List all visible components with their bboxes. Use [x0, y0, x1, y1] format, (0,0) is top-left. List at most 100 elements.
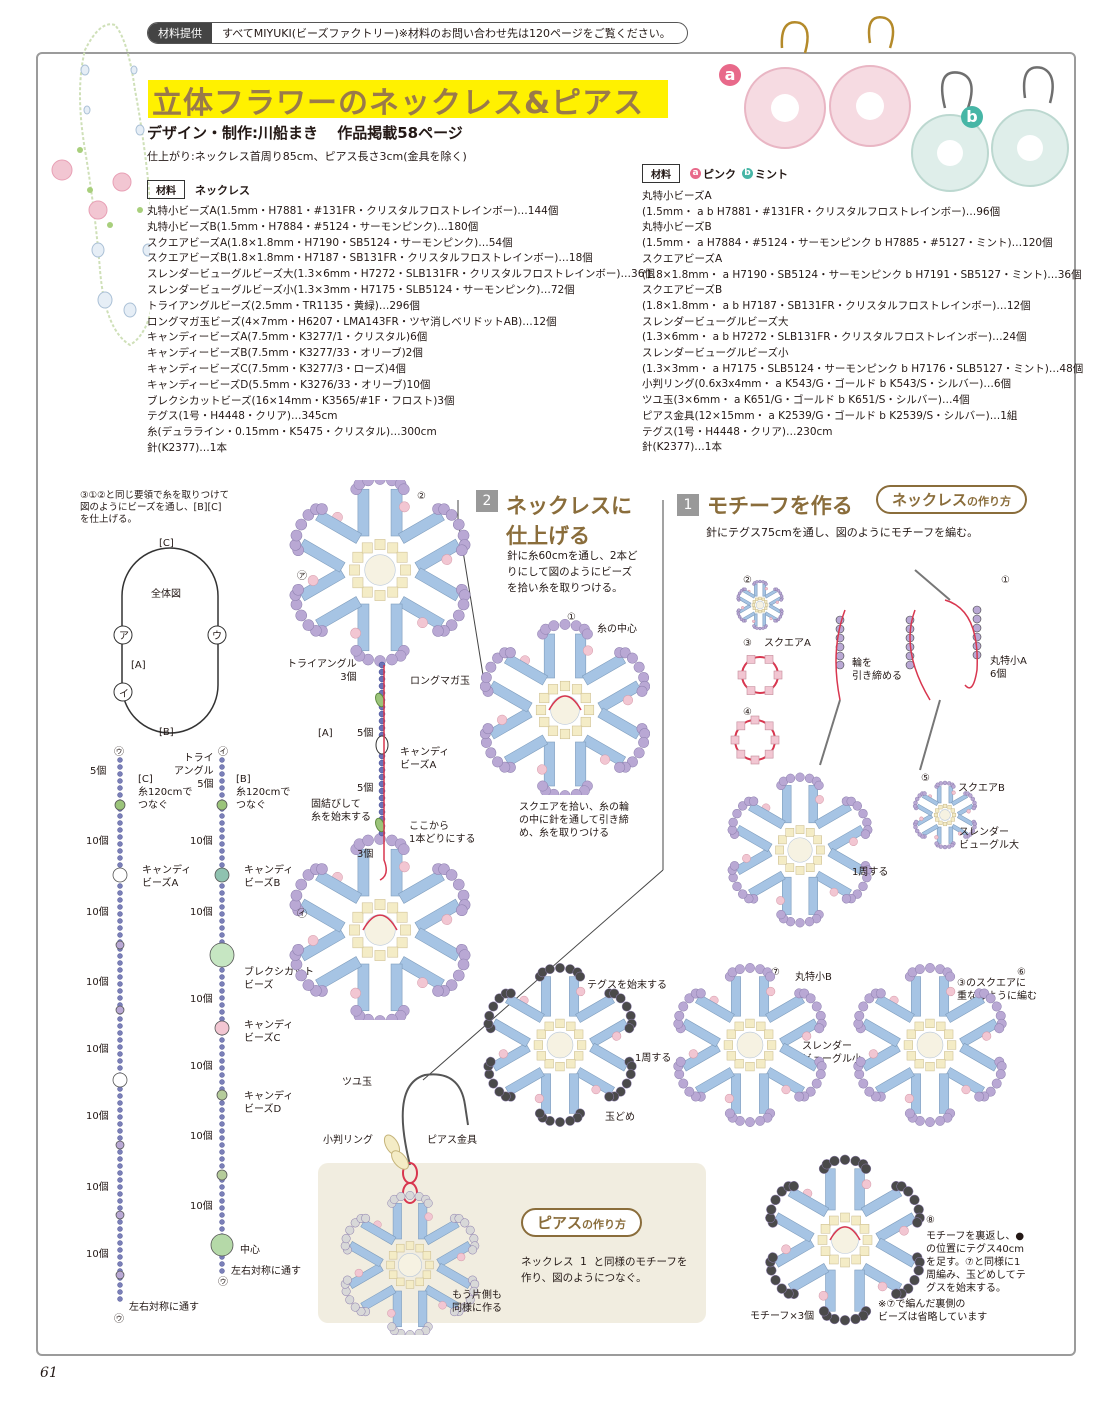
necklace-materials-header: 材料 ネックレス — [147, 180, 655, 199]
pink-text: ピンク — [703, 166, 736, 182]
assembly-bracket-a: [A] — [318, 727, 333, 740]
material-item: キャンディービーズB(7.5mm・K3277/33・オリーブ)2個 — [147, 346, 655, 362]
col2-ten-5: 10個 — [190, 1130, 213, 1143]
mint-label: b — [742, 168, 753, 179]
designer: デザイン・制作:川船まき — [147, 124, 318, 142]
whole-title: 全体図 — [151, 588, 181, 601]
s1-step3: ③ — [743, 637, 752, 650]
material-item: トライアングルビーズ(2.5mm・TR1135・黄緑)…296個 — [147, 299, 655, 315]
section1-title: モチーフを作る — [707, 490, 853, 520]
col2-bottom: ㋒ — [218, 1276, 228, 1289]
col1-ten-6: 10個 — [86, 1181, 109, 1194]
assembly-circle2: ② — [417, 490, 426, 503]
col2-ten-4: 10個 — [190, 1060, 213, 1073]
pierce-metal: ピアス金具 — [427, 1134, 477, 1147]
material-item: スレンダービューグルビーズ大 — [642, 315, 1083, 331]
material-item: ピアス金具(12×15mm・ a K2539/G・ゴールド b K2539/S・… — [642, 409, 1083, 425]
s1-one-round: 1周する — [852, 866, 888, 879]
materials-box: 材料 — [147, 180, 185, 199]
s1-step4: ④ — [743, 706, 752, 719]
material-item: (1.5mm・ a b H7881・#131FR・クリスタルフロストレインボー)… — [642, 205, 1083, 221]
section1-number: 1 — [677, 494, 699, 516]
necklace-materials: 材料 ネックレス 丸特小ビーズA(1.5mm・H7881・#131FR・クリスタ… — [147, 180, 655, 457]
section1-header: 1 モチーフを作る — [677, 490, 853, 520]
s1-maru-a: 丸特小A 6個 — [990, 655, 1027, 681]
material-item: ロングマガ玉ビーズ(4×7mm・H6207・LMA143FR・ツヤ消しベリドット… — [147, 315, 655, 331]
col1-ten-2: 10個 — [86, 906, 109, 919]
section2-desc: 針に糸60cmを通し、2本ど りにして図のようにビーズ を拾い糸を取りつける。 — [507, 548, 638, 596]
assembly-five-2: 5個 — [357, 782, 373, 795]
materials-heading: ネックレス — [195, 182, 250, 198]
material-item: テグス(1号・H4448・クリア)…345cm — [147, 409, 655, 425]
col2-ten-1: 10個 — [190, 835, 213, 848]
pill-sub: の作り方 — [967, 495, 1011, 508]
assembly-five-1: 5個 — [357, 727, 373, 740]
page-number: 61 — [40, 1365, 58, 1381]
section1-desc: 針にテグス75cmを通し、図のようにモチーフを編む。 — [706, 524, 978, 540]
material-item: テグス(1号・H4448・クリア)…230cm — [642, 425, 1083, 441]
pierce-materials: 材料 a ピンク b ミント 丸特小ビーズA(1.5mm・ a b H7881・… — [642, 164, 1083, 456]
col1-top: ㋒ — [114, 746, 124, 759]
col1-ten-4: 10個 — [86, 1043, 109, 1056]
material-item: 丸特小ビーズA(1.5mm・H7881・#131FR・クリスタルフロストレインボ… — [147, 204, 655, 220]
material-item: 針(K2377)…1本 — [642, 440, 1083, 456]
section1-row-diagram — [480, 955, 1045, 1135]
col2-candy-d: キャンディ ビーズD — [244, 1090, 293, 1116]
col1-ten-5: 10個 — [86, 1110, 109, 1123]
col1-ten-3: 10個 — [86, 976, 109, 989]
material-item: スクエアビーズA — [642, 252, 1083, 268]
col1-candy-a: キャンディ ビーズA — [142, 864, 191, 890]
col2-ten-2: 10個 — [190, 906, 213, 919]
necklace-howto-pill: ネックレスの作り方 — [876, 485, 1027, 514]
whole-b: [B] — [159, 726, 174, 739]
necklace-materials-list: 丸特小ビーズA(1.5mm・H7881・#131FR・クリスタルフロストレインボ… — [147, 204, 655, 457]
section2-title-line2: 仕上げる — [506, 520, 632, 550]
pierce-other-side: もう片側も 同様に作る — [452, 1289, 502, 1315]
material-item: 丸特小ビーズA — [642, 189, 1083, 205]
assembly-from-here: ここから 1本どりにする — [409, 820, 475, 846]
material-item: 丸特小ビーズB(1.5mm・H7884・#5124・サーモンピンク)…180個 — [147, 220, 655, 236]
material-item: スレンダービューグルビーズ小 — [642, 346, 1083, 362]
pierce-materials-header: 材料 a ピンク b ミント — [642, 164, 1083, 183]
col2-center: 中心 — [240, 1244, 260, 1257]
mark-u: ウ — [212, 630, 222, 643]
design-credit: デザイン・制作:川船まき 作品掲載58ページ — [147, 122, 463, 143]
material-item: スクエアビーズB — [642, 283, 1083, 299]
pierce-desc: ネックレス 1 と同様のモチーフを 作り、図のようにつなぐ。 — [521, 1254, 687, 1286]
strand-diagrams — [90, 745, 260, 1325]
col2-triangle: トライ アングル 5個 — [174, 752, 214, 791]
assembly-three: 3個 — [357, 848, 373, 861]
material-item: スレンダービューグルビーズ大(1.3×6mm・H7272・SLB131FR・クリ… — [147, 267, 655, 283]
material-item: 糸(デュラライン・0.15mm・K5475・クリスタル)…300cm — [147, 425, 655, 441]
page-reference: 作品掲載58ページ — [337, 124, 463, 142]
materials-box: 材料 — [642, 164, 680, 183]
assembly-long-maga: ロングマガ玉 — [410, 675, 470, 688]
pierce-howto-pill: ピアスの作り方 — [521, 1208, 642, 1237]
assembly-knot: 固結びして 糸を始末する — [311, 798, 371, 824]
assembly-circle-a: ㋐ — [297, 570, 307, 583]
s1-square-b: スクエアB — [958, 782, 1005, 795]
pierce-pill-main: ピアス — [537, 1214, 582, 1232]
col2-candy-c: キャンディ ビーズC — [244, 1019, 293, 1045]
material-item: スレンダービューグルビーズ小(1.3×3mm・H7175・SLB5124・サーモ… — [147, 283, 655, 299]
material-item: ブレクシカットビーズ(16×14mm・K3565/#1F・フロスト)3個 — [147, 394, 655, 410]
mint-text: ミント — [755, 166, 788, 182]
col1-bottom-note: 左右対称に通す — [129, 1301, 199, 1314]
col2-ten-3: 10個 — [190, 993, 213, 1006]
s1-step5: ⑤ — [921, 772, 930, 785]
supplier-text: すべてMIYUKI(ビーズファクトリー)※材料のお問い合わせ先は120ページをご… — [222, 25, 671, 41]
s1-tighten: 輪を 引き締める — [852, 657, 902, 683]
whole-bracket-a: [A] — [131, 659, 146, 672]
s1-square-a: スクエアA — [764, 637, 811, 650]
mark-i: イ — [119, 688, 129, 701]
col1-ten-1: 10個 — [86, 835, 109, 848]
pierce-ring: 小判リング — [323, 1134, 373, 1147]
s1-step8-text: モチーフを裏返し、● の位置にテグス40cm を足す。⑦と同様に1 周編み、玉ど… — [926, 1230, 1026, 1295]
necklace-photo — [40, 10, 150, 355]
section2-title-line1: ネックレスに — [506, 490, 632, 520]
pierce-materials-list: 丸特小ビーズA(1.5mm・ a b H7881・#131FR・クリスタルフロス… — [642, 189, 1083, 456]
material-item: 小判リング(0.6x3x4mm・ a K543/G・ゴールド b K543/S・… — [642, 377, 1083, 393]
whole-c: [C] — [159, 537, 174, 550]
s2-center-label: 糸の中心 — [597, 623, 637, 636]
assembly-candy-a: キャンディ ビーズA — [400, 746, 449, 772]
